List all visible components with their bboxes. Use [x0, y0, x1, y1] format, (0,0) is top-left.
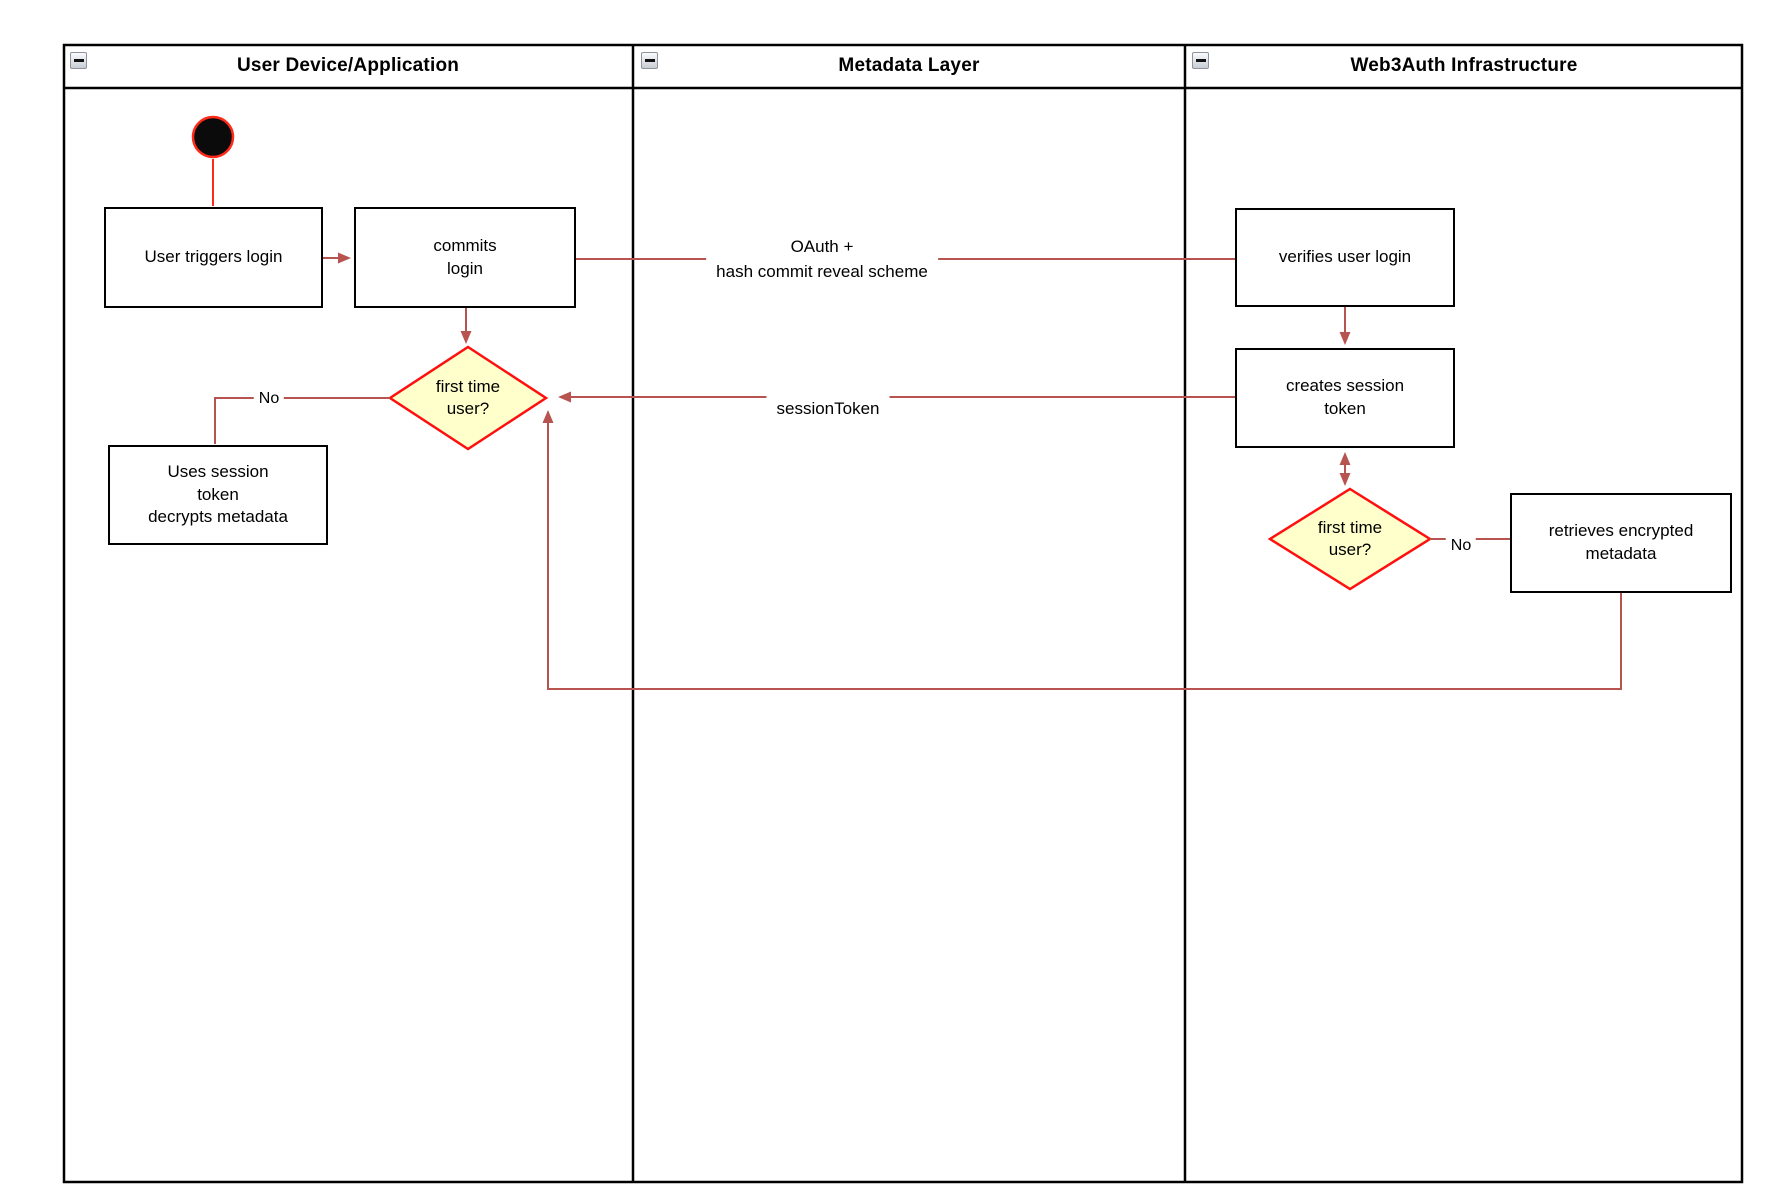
edge-label-no-device: No — [253, 389, 285, 409]
node-retrieves-encrypted-metadata[interactable]: retrieves encrypted metadata — [1510, 493, 1732, 593]
decision-first-time-user-device[interactable] — [387, 345, 549, 451]
swimlane-outer-border — [62, 43, 1744, 1184]
minus-icon — [73, 59, 84, 62]
node-user-triggers-login[interactable]: User triggers login — [104, 207, 323, 308]
decision-first-time-user-infra[interactable] — [1267, 487, 1433, 591]
edge-label-no-infra: No — [1445, 536, 1477, 556]
node-uses-session-token[interactable]: Uses session token decrypts metadata — [108, 445, 328, 545]
node-commits-login[interactable]: commits login — [354, 207, 576, 308]
minus-icon — [1195, 59, 1206, 62]
lane-header-user-device: User Device/Application — [236, 55, 460, 76]
decision-label-first-time-user-device: first time user? — [435, 376, 501, 418]
start-node[interactable] — [191, 115, 235, 159]
minus-icon — [644, 59, 655, 62]
decision-label-first-time-user-infra: first time user? — [1317, 517, 1383, 559]
edge-retrieves-metadata-loop-to-decision-device — [542, 410, 1622, 690]
edge-no-to-uses-session-token — [214, 397, 390, 444]
edge-label-oauth: OAuth + hash commit reveal scheme — [706, 234, 938, 284]
lane-header-web3auth-infrastructure: Web3Auth Infrastructure — [1350, 55, 1578, 76]
edge-label-session-token: sessionToken — [766, 396, 890, 422]
lane-header-metadata-layer: Metadata Layer — [838, 55, 980, 76]
collapse-lane-icon[interactable] — [641, 52, 658, 69]
node-creates-session-token[interactable]: creates session token — [1235, 348, 1455, 448]
collapse-lane-icon[interactable] — [70, 52, 87, 69]
node-verifies-user-login[interactable]: verifies user login — [1235, 208, 1455, 307]
collapse-lane-icon[interactable] — [1192, 52, 1209, 69]
